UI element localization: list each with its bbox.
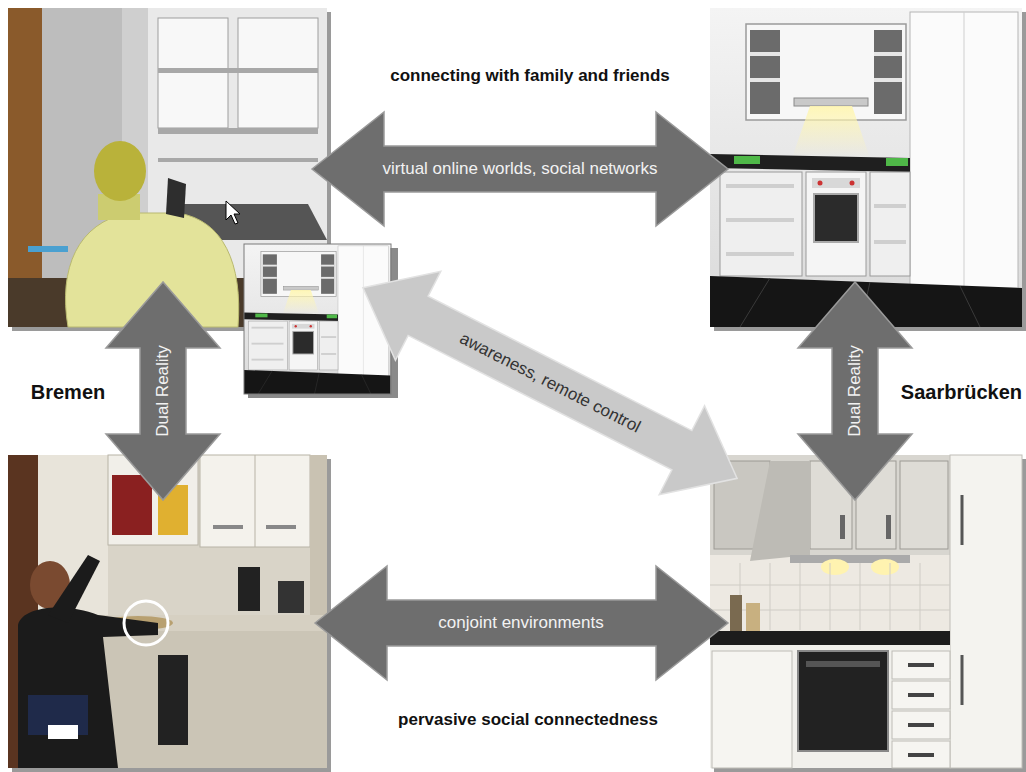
arrow-outline xyxy=(312,112,728,226)
arrow-label: virtual online worlds, social networks xyxy=(383,159,658,179)
double-arrow: Dual Reality xyxy=(106,282,220,500)
place-label: Saarbrücken xyxy=(901,381,1022,404)
double-arrow: Dual Reality xyxy=(798,282,912,500)
place-label: Bremen xyxy=(31,381,105,404)
arrow-label: Dual Reality xyxy=(845,345,865,437)
arrow-outline xyxy=(315,566,728,680)
arrow-outline xyxy=(798,282,912,500)
double-arrow: awareness, remote control xyxy=(340,243,760,523)
double-arrow: conjoint environments xyxy=(315,566,728,680)
arrow-label: conjoint environments xyxy=(438,613,603,633)
arrow-label: Dual Reality xyxy=(153,345,173,437)
double-arrow: virtual online worlds, social networks xyxy=(312,112,728,226)
arrow-outline xyxy=(106,282,220,500)
heading-label: pervasive social connectedness xyxy=(398,710,658,730)
heading-label: connecting with family and friends xyxy=(390,66,670,86)
arrow-outline xyxy=(340,243,760,523)
arrow-label: awareness, remote control xyxy=(456,329,644,438)
